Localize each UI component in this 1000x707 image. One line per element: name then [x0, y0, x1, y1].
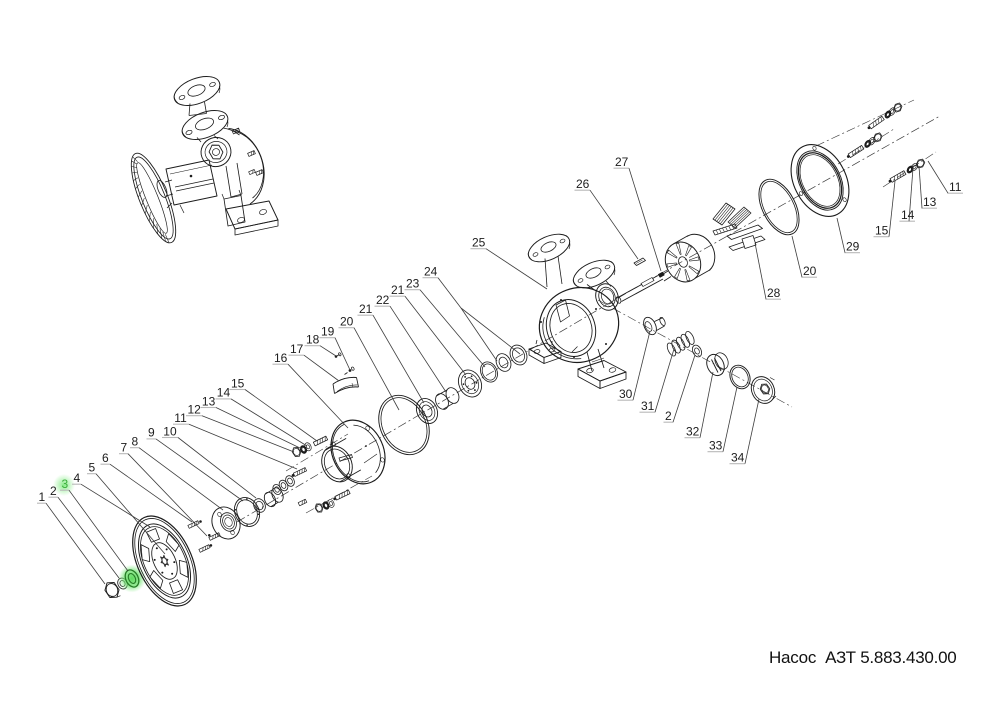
svg-text:19: 19: [321, 325, 335, 339]
svg-text:15: 15: [875, 224, 889, 238]
svg-text:20: 20: [340, 315, 354, 329]
svg-text:5: 5: [89, 461, 96, 475]
svg-text:14: 14: [217, 386, 231, 400]
svg-text:26: 26: [576, 177, 590, 191]
svg-text:1: 1: [39, 490, 46, 504]
svg-text:22: 22: [376, 293, 390, 307]
svg-text:21: 21: [359, 302, 373, 316]
svg-text:2: 2: [665, 409, 672, 423]
svg-text:20: 20: [803, 264, 817, 278]
svg-text:14: 14: [901, 208, 915, 222]
svg-text:29: 29: [846, 240, 860, 254]
svg-text:13: 13: [923, 195, 937, 209]
svg-text:12: 12: [188, 403, 202, 417]
svg-text:3: 3: [62, 477, 69, 491]
svg-text:30: 30: [619, 387, 633, 401]
svg-text:4: 4: [74, 471, 81, 485]
svg-text:2: 2: [50, 484, 57, 498]
svg-text:18: 18: [306, 333, 320, 347]
svg-text:6: 6: [102, 451, 109, 465]
svg-text:24: 24: [424, 265, 438, 279]
svg-text:11: 11: [174, 411, 187, 425]
svg-text:8: 8: [132, 435, 139, 449]
svg-text:9: 9: [148, 426, 155, 440]
svg-text:7: 7: [121, 441, 128, 455]
svg-text:17: 17: [290, 342, 304, 356]
svg-text:10: 10: [163, 424, 177, 438]
svg-text:23: 23: [406, 277, 420, 291]
svg-text:27: 27: [615, 155, 629, 169]
svg-text:31: 31: [641, 399, 655, 413]
svg-text:25: 25: [472, 236, 486, 250]
svg-text:15: 15: [231, 376, 245, 390]
svg-text:32: 32: [686, 425, 700, 439]
svg-text:11: 11: [949, 180, 962, 194]
svg-text:16: 16: [274, 351, 288, 365]
svg-text:13: 13: [202, 394, 216, 408]
svg-text:33: 33: [709, 439, 723, 453]
svg-text:34: 34: [731, 451, 745, 465]
svg-text:21: 21: [391, 283, 405, 297]
svg-text:28: 28: [767, 286, 781, 300]
